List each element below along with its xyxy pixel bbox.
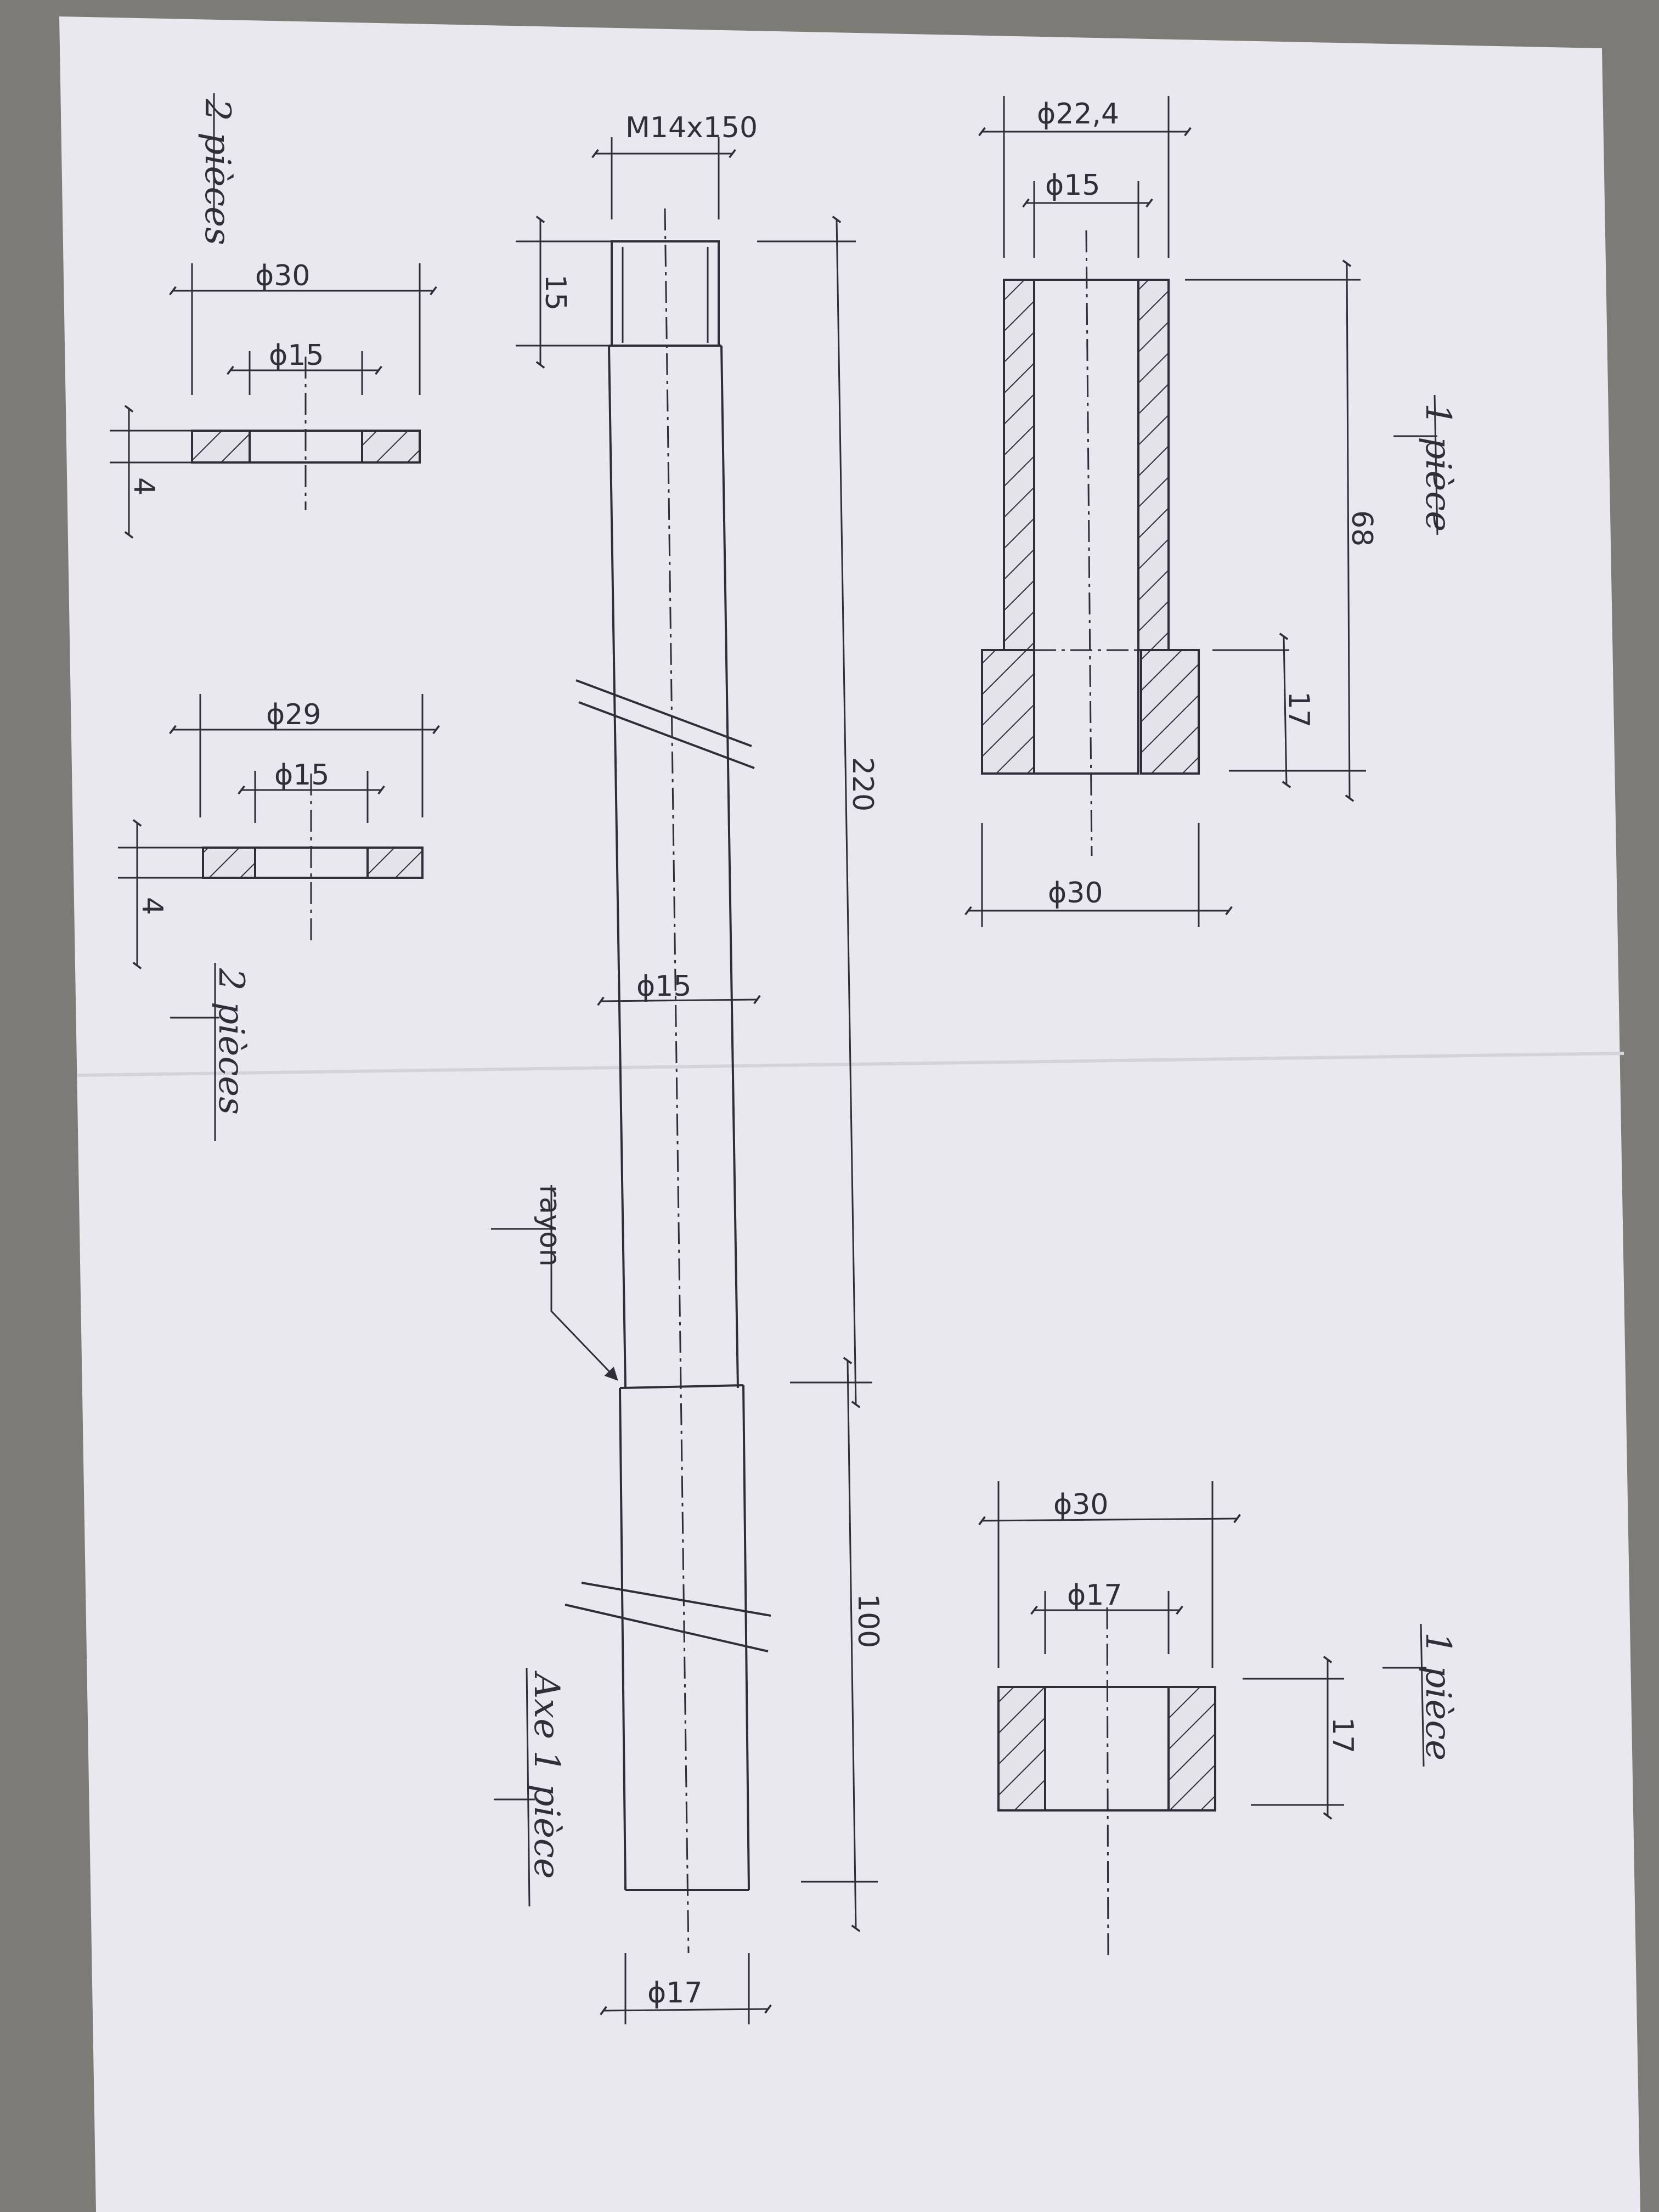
washer-1-right-section — [361, 430, 421, 464]
bushing-collar-length-dim-line — [1279, 633, 1291, 788]
bushing-collar-left — [981, 649, 1035, 775]
ring-outer-dim: ϕ30 — [1053, 1488, 1108, 1521]
shaft: M14x150 15 220 ϕ15 100 ϕ17 rayon Axe 1 p… — [491, 111, 884, 2024]
bushing: ϕ22,4 ϕ15 68 17 ϕ30 1 pièce — [964, 96, 1458, 927]
bushing-length-dim-line — [1342, 259, 1355, 802]
shaft-large-right-edge — [742, 1385, 750, 1891]
ring: ϕ30 ϕ17 17 1 pièce — [978, 1481, 1458, 1959]
washer-1: ϕ30 ϕ15 4 2 pièces — [110, 93, 437, 539]
bushing-bore-dim: ϕ15 — [1045, 169, 1100, 202]
bushing-length-dim: 68 — [1345, 510, 1378, 546]
ring-height-dim: 17 — [1326, 1717, 1359, 1753]
shaft-small-dia-dim: ϕ15 — [636, 970, 691, 1003]
bushing-axis — [1085, 230, 1093, 856]
shaft-thread-length-dim: 15 — [539, 274, 572, 311]
shaft-large-length-dim-line — [843, 1357, 861, 1932]
shaft-break-1b — [578, 701, 755, 769]
shaft-axis — [664, 208, 690, 1954]
ring-right-section — [1167, 1686, 1216, 1812]
bushing-collar-dia-dim: ϕ30 — [1048, 877, 1103, 910]
shaft-fillet-note: rayon — [533, 1185, 566, 1267]
ring-inner-dim: ϕ17 — [1067, 1579, 1122, 1612]
shaft-thread-dim: M14x150 — [625, 111, 758, 144]
washer-2-outer-dim: ϕ29 — [266, 698, 321, 731]
washer-2-left-section — [202, 847, 256, 879]
washer-2-inner-dim: ϕ15 — [274, 759, 329, 792]
washer-2-qty-label: 2 pièces — [211, 968, 251, 1115]
shaft-large-dia-dim: ϕ17 — [647, 1977, 702, 2010]
shaft-small-right-edge — [720, 345, 739, 1389]
bushing-qty-label: 1 pièce — [1418, 403, 1458, 532]
bushing-tube-left-wall — [1003, 279, 1035, 651]
washer-2-right-section — [366, 847, 424, 879]
washer-1-qty-label: 2 pièces — [197, 98, 238, 245]
washer-1-left-section — [191, 430, 251, 464]
shaft-small-dia-dim-line — [597, 995, 761, 1006]
shaft-total-length-dim: 220 — [846, 757, 879, 811]
bushing-collar-length-dim: 17 — [1282, 691, 1315, 727]
shaft-break-2b — [565, 1604, 769, 1652]
shaft-break-1a — [575, 679, 752, 747]
shaft-fillet-leader — [550, 1185, 618, 1381]
shaft-total-length-dim-line — [832, 216, 861, 1408]
ring-qty-label: 1 pièce — [1418, 1632, 1458, 1760]
bushing-top-dia-dim: ϕ22,4 — [1037, 98, 1119, 131]
shaft-large-dia-dim-line — [600, 2004, 772, 2016]
bushing-collar-right — [1140, 649, 1200, 775]
shaft-part-label: Axe 1 pièce — [526, 1671, 567, 1879]
washer-1-outer-dim: ϕ30 — [255, 259, 310, 292]
ring-axis — [1106, 1607, 1109, 1959]
bushing-tube-right-wall — [1137, 279, 1170, 651]
ring-left-section — [997, 1686, 1046, 1812]
shaft-large-length-dim: 100 — [851, 1594, 884, 1648]
shaft-break-2a — [581, 1582, 771, 1617]
washer-1-inner-dim: ϕ15 — [269, 339, 324, 372]
shaft-large-left-edge — [619, 1387, 627, 1891]
washer-2: ϕ29 ϕ15 4 2 pièces — [118, 694, 440, 1141]
ring-outer-dim-line — [978, 1514, 1241, 1526]
shaft-small-left-edge — [608, 345, 627, 1389]
washer-2-thickness-dim: 4 — [136, 897, 168, 915]
washer-1-thickness-dim: 4 — [127, 477, 160, 495]
